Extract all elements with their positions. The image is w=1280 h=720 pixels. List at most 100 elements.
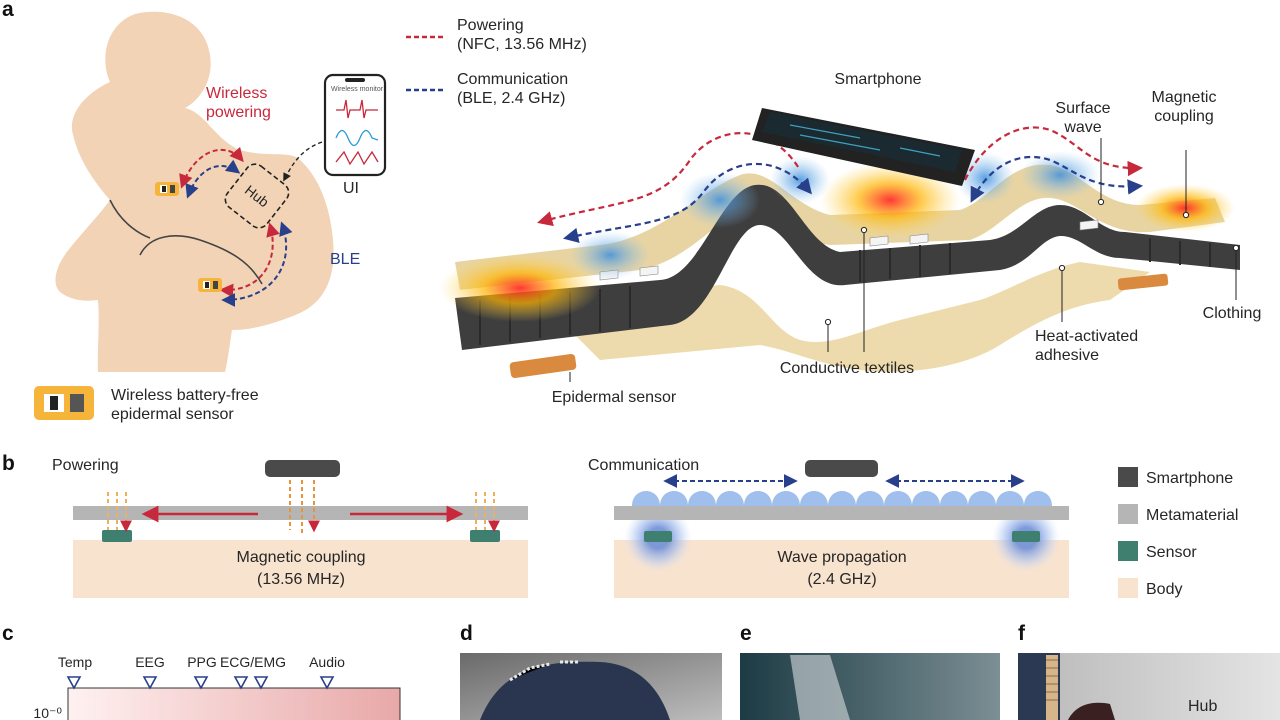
communication-title: Communication — [588, 457, 699, 474]
ble-label: BLE — [330, 251, 360, 268]
marker-temp-label: Temp — [58, 654, 92, 670]
panel-b-letter: b — [2, 452, 15, 475]
glow-blue-1 — [570, 231, 650, 279]
legend-label-body: Body — [1146, 581, 1182, 598]
legend-label-smartphone: Smartphone — [1146, 470, 1233, 487]
panel-d-letter: d — [460, 622, 473, 645]
body-block-left — [73, 540, 528, 598]
communication-wave-arrow-left — [562, 162, 812, 243]
epidermal-sensor-label: Epidermal sensor — [552, 389, 677, 406]
leader-adhesive-dot — [1058, 264, 1066, 272]
glow-center-red — [820, 162, 960, 238]
sensor-upper — [155, 182, 179, 196]
glow-blue-3 — [770, 156, 830, 204]
magnetic-coupling-b-line2: (13.56 MHz) — [257, 571, 345, 588]
panel-e-photo — [740, 653, 1000, 720]
panel-c-y-tick: 10⁻⁰ — [33, 705, 62, 720]
marker-ppg-label: PPG — [187, 654, 217, 670]
bp-trace — [335, 150, 379, 166]
legend-swatch-body — [1118, 578, 1138, 598]
sensor-left-2 — [470, 530, 500, 542]
surface-wave-bumps — [632, 491, 1052, 506]
panel-f-photo — [1018, 653, 1280, 720]
smartphone-bar-right — [805, 460, 878, 477]
ppg-trace — [335, 129, 379, 147]
communication-arrow-upper — [185, 159, 241, 199]
field-lines-left — [107, 492, 126, 530]
panel-a-letter: a — [2, 0, 14, 21]
fabric-strip — [455, 184, 1240, 350]
panel-c-letter: c — [2, 622, 14, 645]
panel-f-letter: f — [1018, 622, 1026, 645]
magnetic-coupling-line2: coupling — [1154, 108, 1214, 125]
leader-textiles-dot-2 — [860, 226, 868, 234]
legend-powering-line1: Powering — [457, 17, 524, 34]
conductive-textiles-label: Conductive textiles — [780, 360, 914, 377]
magnetic-coupling-line1: Magnetic — [1152, 89, 1217, 106]
marker-eeg-label: EEG — [135, 654, 165, 670]
field-lines-center — [289, 480, 314, 535]
legend-label-sensor: Sensor — [1146, 544, 1197, 561]
sensor-legend-line1: Wireless battery-free — [111, 387, 259, 404]
sensor-legend-icon — [34, 386, 94, 420]
phone-screen-title: Wireless monitor — [331, 86, 384, 93]
legend-swatch-metamaterial — [1118, 504, 1138, 524]
powering-diagram — [73, 460, 528, 598]
ecg-trace — [336, 99, 378, 119]
communication-diagram — [614, 460, 1069, 598]
marker-ppg-icon — [193, 676, 209, 690]
torso-outline — [109, 199, 151, 239]
wave-propagation-line1: Wave propagation — [777, 549, 906, 566]
sensor-right-1 — [644, 531, 672, 542]
marker-ecg-icon-2 — [253, 676, 269, 690]
smartphone-3d — [752, 108, 975, 186]
sensor-left-1 — [102, 530, 132, 542]
legend-communication-line2: (BLE, 2.4 GHz) — [457, 90, 565, 107]
smartphone-label: Smartphone — [834, 71, 921, 88]
leader-textiles-dot-1 — [824, 318, 832, 326]
panel-e-letter: e — [740, 622, 752, 645]
leader-magnetic-dot — [1182, 211, 1190, 219]
legend-powering-line2: (NFC, 13.56 MHz) — [457, 36, 587, 53]
panel-b-legend: Smartphone Metamaterial Sensor Body — [1118, 467, 1238, 598]
panel-f-hub-label: Hub — [1188, 698, 1217, 715]
heat-adhesive-line2: adhesive — [1035, 347, 1099, 364]
marker-audio-label: Audio — [309, 654, 345, 670]
surface-wave-line1: Surface — [1055, 100, 1110, 117]
marker-eeg-icon — [142, 676, 158, 690]
ui-link-arrow — [283, 141, 323, 182]
panel-d-photo — [460, 653, 722, 720]
body-silhouette — [55, 11, 334, 372]
ui-label: UI — [343, 180, 359, 197]
leader-surface-wave-dot — [1097, 198, 1105, 206]
clothing-illustration — [440, 108, 1240, 382]
marker-audio-icon — [319, 676, 335, 690]
legend-swatch-sensor — [1118, 541, 1138, 561]
glow-blue-5 — [1020, 151, 1100, 199]
powering-wave-arrow-right — [964, 126, 1144, 181]
wave-propagation-line2: (2.4 GHz) — [807, 571, 876, 588]
legend-swatch-smartphone — [1118, 467, 1138, 487]
epidermal-sensor-device — [509, 273, 1169, 378]
sensor-right-2 — [1012, 531, 1040, 542]
metamaterial-bar-right — [614, 506, 1069, 520]
wireless-powering-line2: powering — [206, 104, 271, 121]
smartphone-bar-left — [265, 460, 340, 477]
wireless-powering-line1: Wireless — [206, 85, 267, 102]
sensor-lower — [198, 278, 222, 292]
glow-left-red — [440, 254, 600, 322]
sensor-legend-line2: epidermal sensor — [111, 406, 234, 423]
magnetic-coupling-b-line1: Magnetic coupling — [237, 549, 366, 566]
glow-right-red — [1135, 184, 1235, 232]
communication-wave-arrow-right — [970, 155, 1144, 203]
legend-label-metamaterial: Metamaterial — [1146, 507, 1238, 524]
glow-blue-2 — [680, 172, 760, 228]
surface-wave-line2: wave — [1063, 119, 1101, 136]
communication-arrow-lower — [221, 221, 293, 307]
marker-ecg-emg-label: ECG/EMG — [220, 654, 286, 670]
clothing-label: Clothing — [1203, 305, 1262, 322]
leader-clothing-dot — [1232, 244, 1240, 252]
panel-c-plot-area — [67, 687, 401, 720]
marker-ecg-icon-1 — [233, 676, 249, 690]
marker-temp-icon — [66, 676, 82, 690]
